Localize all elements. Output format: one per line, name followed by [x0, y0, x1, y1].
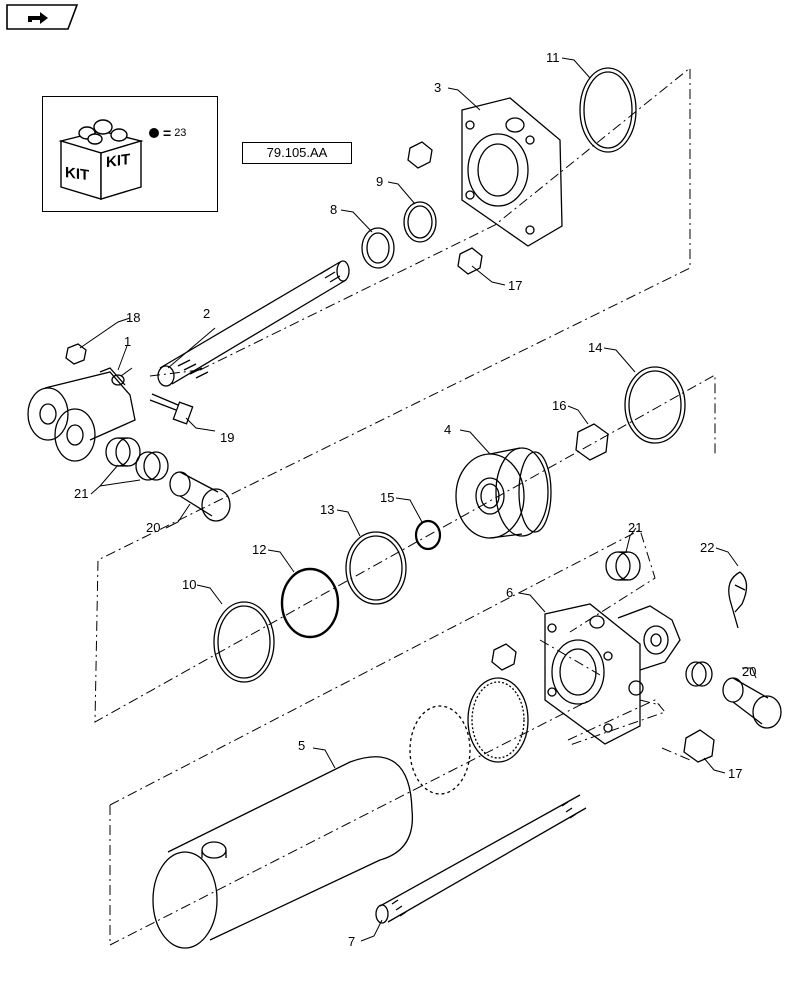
callout-7: 7 — [348, 934, 355, 949]
callout-20-left: 20 — [146, 520, 160, 535]
callout-17-bottom: 17 — [728, 766, 742, 781]
callout-21-left: 21 — [74, 486, 88, 501]
seal-part-13 — [345, 531, 407, 605]
callout-18: 18 — [126, 310, 140, 325]
kit-legend-box: KIT KIT — [42, 96, 218, 212]
o-ring-part-11 — [579, 67, 637, 153]
nut-part-18 — [65, 343, 87, 365]
bushing-small-right — [685, 661, 707, 687]
bushing-part-21 — [105, 437, 169, 481]
callout-8: 8 — [330, 202, 337, 217]
nut-part-17-top — [457, 247, 483, 275]
pin-part-20-left — [169, 471, 231, 522]
kit-equals-sign: = — [163, 125, 172, 141]
kit-legend-key: =23 — [149, 125, 186, 141]
clevis-part-1 — [27, 367, 136, 462]
callout-15: 15 — [380, 490, 394, 505]
callout-9: 9 — [376, 174, 383, 189]
seal-part-9 — [403, 201, 437, 243]
nut-gland-top — [407, 141, 433, 169]
kit-number: 23 — [174, 127, 187, 139]
seal-ring-dotted — [467, 677, 529, 763]
hair-pin-part-22 — [728, 571, 748, 629]
callout-17-top: 17 — [508, 278, 522, 293]
o-ring-part-14 — [624, 366, 686, 444]
callout-14: 14 — [588, 340, 602, 355]
o-ring-part-12 — [280, 567, 340, 639]
leader-lines — [79, 57, 757, 942]
barrel-part-5 — [152, 756, 414, 949]
tie-rod-part-7 — [375, 794, 587, 924]
callout-11: 11 — [546, 50, 560, 65]
reference-link-79-105-aa[interactable]: 79.105.AA — [242, 142, 352, 164]
kit-box-icon: KIT KIT — [58, 119, 144, 200]
callout-10: 10 — [182, 577, 196, 592]
next-page-arrow-icon — [6, 4, 79, 30]
seal-part-8 — [361, 227, 395, 269]
callout-20-right: 20 — [742, 664, 756, 679]
bolt-part-19 — [149, 393, 194, 425]
callout-21-right: 21 — [628, 520, 642, 535]
pin-part-20-right — [722, 677, 782, 729]
callout-19: 19 — [220, 430, 234, 445]
gasket-outline — [409, 705, 471, 795]
kit-label-right: KIT — [106, 151, 131, 171]
kit-bullet-icon — [149, 128, 159, 138]
callout-12: 12 — [252, 542, 266, 557]
callout-4: 4 — [444, 422, 451, 437]
gland-part-3 — [461, 97, 563, 247]
callout-13: 13 — [320, 502, 334, 517]
callout-16: 16 — [552, 398, 566, 413]
callout-labels: 1 2 3 4 5 6 7 8 9 10 11 12 13 14 15 16 1… — [74, 50, 756, 949]
callout-1: 1 — [124, 334, 131, 349]
callout-5: 5 — [298, 738, 305, 753]
nut-base-left — [491, 643, 517, 671]
bushing-part-21-right — [605, 551, 641, 581]
callout-2: 2 — [203, 306, 210, 321]
callout-3: 3 — [434, 80, 441, 95]
piston-rod-part-2 — [157, 260, 350, 387]
callout-6: 6 — [506, 585, 513, 600]
next-page-arrow-button[interactable] — [6, 4, 79, 30]
nut-part-17-bottom — [683, 729, 715, 763]
seal-part-10 — [213, 601, 275, 683]
callout-22: 22 — [700, 540, 714, 555]
nut-part-16 — [575, 423, 609, 461]
kit-label-left: KIT — [65, 164, 90, 184]
base-end-part-6 — [544, 603, 681, 745]
assembly-lines — [94, 66, 716, 946]
piston-part-4 — [455, 447, 552, 539]
o-ring-part-15 — [414, 519, 442, 551]
